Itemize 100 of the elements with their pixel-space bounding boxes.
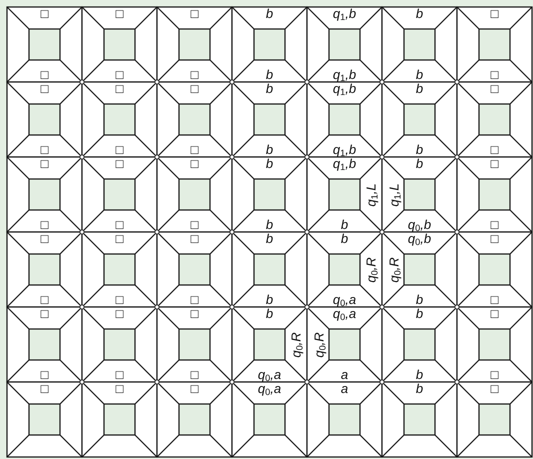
wang-tile [157, 307, 232, 382]
tile-label: □ [490, 307, 498, 320]
tile-label: □ [490, 218, 498, 231]
wang-tile [157, 232, 232, 307]
tile-label: q$_{1}$,b [332, 82, 356, 95]
tile-label: □ [40, 368, 48, 381]
tile-label: b [416, 368, 424, 381]
tile-label: □ [490, 82, 498, 95]
wang-tile [232, 157, 307, 232]
wang-tile [232, 82, 307, 157]
tile-label: b [266, 218, 274, 231]
wang-tile [157, 82, 232, 157]
tile-label: □ [190, 157, 198, 170]
wang-tile [457, 7, 532, 82]
tile-label: □ [116, 82, 124, 95]
wang-tile [307, 157, 382, 232]
wang-tile [82, 307, 157, 382]
tile-label: b [416, 307, 424, 320]
tile-label: q$_{0}$,a [332, 307, 356, 320]
tile-label: q$_{0}$,b [408, 218, 432, 231]
wang-tile [307, 382, 382, 457]
tile-label: □ [490, 68, 498, 81]
tile-label: b [416, 143, 424, 156]
wang-tile [382, 382, 457, 457]
tile-label: □ [190, 382, 198, 395]
wang-tile [457, 382, 532, 457]
tile-label: □ [190, 293, 198, 306]
wang-tile [157, 157, 232, 232]
wang-tile [307, 232, 382, 307]
tile-label: □ [116, 143, 124, 156]
tile-label: □ [116, 68, 124, 81]
wang-tile [232, 232, 307, 307]
wang-tile [382, 7, 457, 82]
tile-label: b [266, 68, 274, 81]
tile-label: □ [40, 157, 48, 170]
tile-label: b [416, 157, 424, 170]
wang-tile [232, 307, 307, 382]
tile-label: □ [190, 218, 198, 231]
wang-tile [7, 157, 82, 232]
wang-tile [7, 82, 82, 157]
wang-tile [7, 307, 82, 382]
wang-tile [82, 382, 157, 457]
tile-label: □ [490, 157, 498, 170]
tile-label: b [416, 382, 424, 395]
tile-label: □ [490, 143, 498, 156]
tile-label: b [266, 143, 274, 156]
tile-label: b [416, 293, 424, 306]
wang-tile [382, 232, 457, 307]
wang-tile [157, 7, 232, 82]
wang-tile [382, 157, 457, 232]
wang-tile [82, 232, 157, 307]
tile-label: □ [490, 232, 498, 245]
tile-label: □ [490, 368, 498, 381]
tile-label: q$_{1}$,b [332, 7, 356, 20]
wang-tile [7, 382, 82, 457]
tile-label: b [340, 218, 348, 231]
wang-tile [7, 7, 82, 82]
tile-label: □ [40, 307, 48, 320]
tile-label: □ [116, 218, 124, 231]
wang-tile [307, 82, 382, 157]
tile-label: b [266, 232, 274, 245]
tile-label: □ [40, 143, 48, 156]
wang-tile [382, 307, 457, 382]
tile-label: □ [40, 82, 48, 95]
tile-label: b [266, 157, 274, 170]
tile-label: □ [40, 232, 48, 245]
wang-tile [232, 7, 307, 82]
wang-tile [157, 382, 232, 457]
wang-tile [82, 7, 157, 82]
tile-label: b [266, 307, 274, 320]
tile-label: □ [40, 7, 48, 20]
wang-tile [82, 157, 157, 232]
tile-label: b [266, 82, 274, 95]
tile-label: a [340, 382, 348, 395]
tile-label: □ [116, 232, 124, 245]
wang-tile [457, 232, 532, 307]
wang-tile [457, 82, 532, 157]
tile-label: □ [490, 7, 498, 20]
wang-tile [7, 232, 82, 307]
tile-label: □ [190, 7, 198, 20]
tile-label: □ [490, 293, 498, 306]
tile-label: □ [40, 293, 48, 306]
wang-tile [82, 82, 157, 157]
tile-label: □ [40, 218, 48, 231]
tile-label: q$_{0}$,a [258, 368, 282, 381]
tile-label: a [340, 368, 348, 381]
tile-label: b [416, 82, 424, 95]
wang-tile [457, 307, 532, 382]
tile-label: b [266, 7, 274, 20]
tile-label: □ [116, 7, 124, 20]
tile-label: □ [116, 307, 124, 320]
tile-label: q$_{0}$,a [258, 382, 282, 395]
tile-label: □ [190, 368, 198, 381]
tile-label: □ [190, 143, 198, 156]
tile-label: q$_{0}$,b [408, 232, 432, 245]
tile-label: □ [190, 232, 198, 245]
tile-label: □ [116, 382, 124, 395]
tile-label: b [416, 7, 424, 20]
tile-label: □ [490, 382, 498, 395]
tile-label: b [266, 293, 274, 306]
